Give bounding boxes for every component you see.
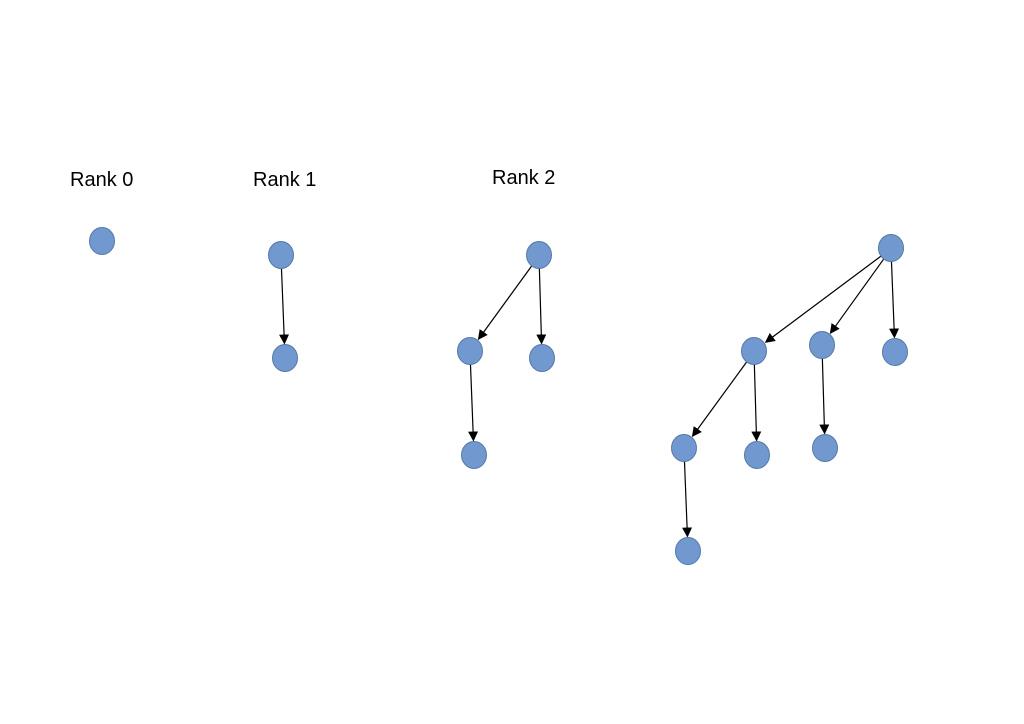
tree-2-node-3 [461,441,487,469]
tree-3-node-3 [882,338,908,366]
tree-3-node-5 [744,441,770,469]
tree-3-node-0 [878,234,904,262]
tree-2-node-2 [529,344,555,372]
tree-3-edge-5 [819,357,830,435]
tree-2-edge-0 [477,264,533,341]
tree-3-edge-1 [829,257,885,334]
tree-2-node-1 [457,337,483,365]
tree-3-edge-2 [889,260,900,339]
tree-3-edge-6 [682,460,693,538]
tree-3-edge-0 [764,255,883,343]
tree-2-edge-2 [468,363,479,442]
nodes-layer [89,227,908,565]
tree-0-node-0 [89,227,115,255]
tree-2-node-0 [526,241,552,269]
tree-1-edge-0 [279,267,290,345]
tree-3-node-7 [675,537,701,565]
tree-1-node-0 [268,241,294,269]
rank-1-label: Rank 1 [253,169,316,191]
tree-2-edge-1 [536,267,547,345]
tree-3-edge-4 [751,363,762,442]
tree-3-node-2 [809,331,835,359]
tree-3-edge-3 [691,360,748,438]
tree-3-node-6 [812,434,838,462]
tree-3-node-4 [671,434,697,462]
edges-layer [279,255,900,538]
tree-3-node-1 [741,337,767,365]
rank-0-label: Rank 0 [70,169,133,191]
rank-2-label: Rank 2 [492,167,555,189]
tree-1-node-1 [272,344,298,372]
